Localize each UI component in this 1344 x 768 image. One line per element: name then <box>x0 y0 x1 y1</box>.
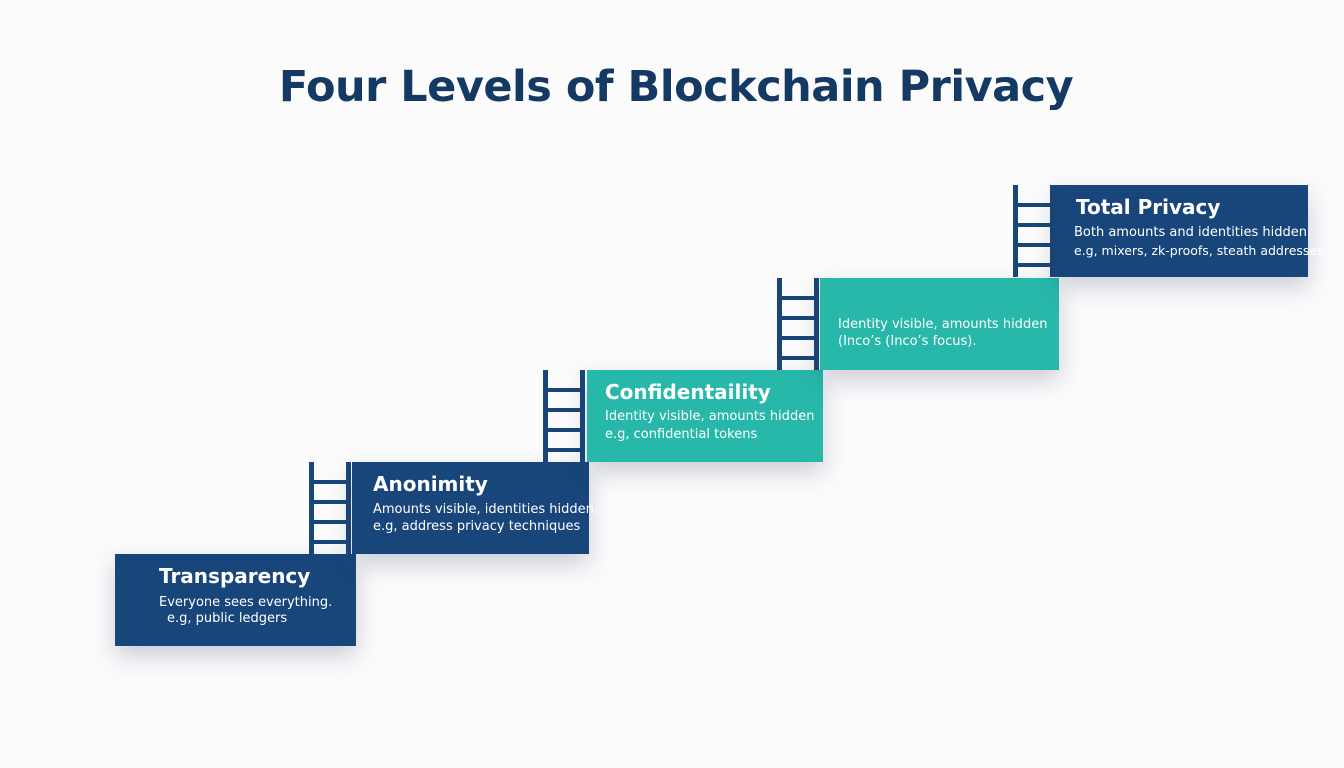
step-description: Everyone sees everything. <box>159 595 333 610</box>
step-description: Identity visible, amounts hidden <box>605 409 815 424</box>
ladder-icon <box>777 278 819 370</box>
step-title: Total Privacy <box>1076 195 1221 219</box>
step-description: Both amounts and identities hidden. <box>1074 225 1312 240</box>
step-total-privacy: Total Privacy Both amounts and identitie… <box>1055 185 1324 277</box>
step-example: e.g, mixers, zk-proofs, steath addresses <box>1074 243 1324 258</box>
step-example: (Inco’s (Inco’s focus). <box>838 334 977 349</box>
ladder-icon <box>309 462 351 554</box>
ladder-icon <box>543 370 585 462</box>
page-title: Four Levels of Blockchain Privacy <box>278 62 1074 112</box>
step-inco-focus: Identity visible, amounts hidden (Inco’s… <box>820 278 1059 370</box>
step-title: Transparency <box>159 564 311 588</box>
step-title: Confidentaility <box>605 380 771 404</box>
step-transparency: Transparency Everyone sees everything. e… <box>115 554 356 646</box>
step-description: Identity visible, amounts hidden <box>838 317 1048 332</box>
ladder-icon <box>1013 185 1055 277</box>
step-example: e.g, address privacy techniques <box>373 519 581 534</box>
step-example: e.g, public ledgers <box>167 611 288 626</box>
step-example: e.g, conﬁdential tokens <box>605 427 758 442</box>
step-confidentiality: Confidentaility Identity visible, amount… <box>587 370 823 462</box>
step-title: Anonimity <box>373 472 488 496</box>
step-description: Amounts visible, identities hidden. <box>373 502 598 517</box>
step-anonimity: Anonimity Amounts visible, identities hi… <box>352 462 598 554</box>
